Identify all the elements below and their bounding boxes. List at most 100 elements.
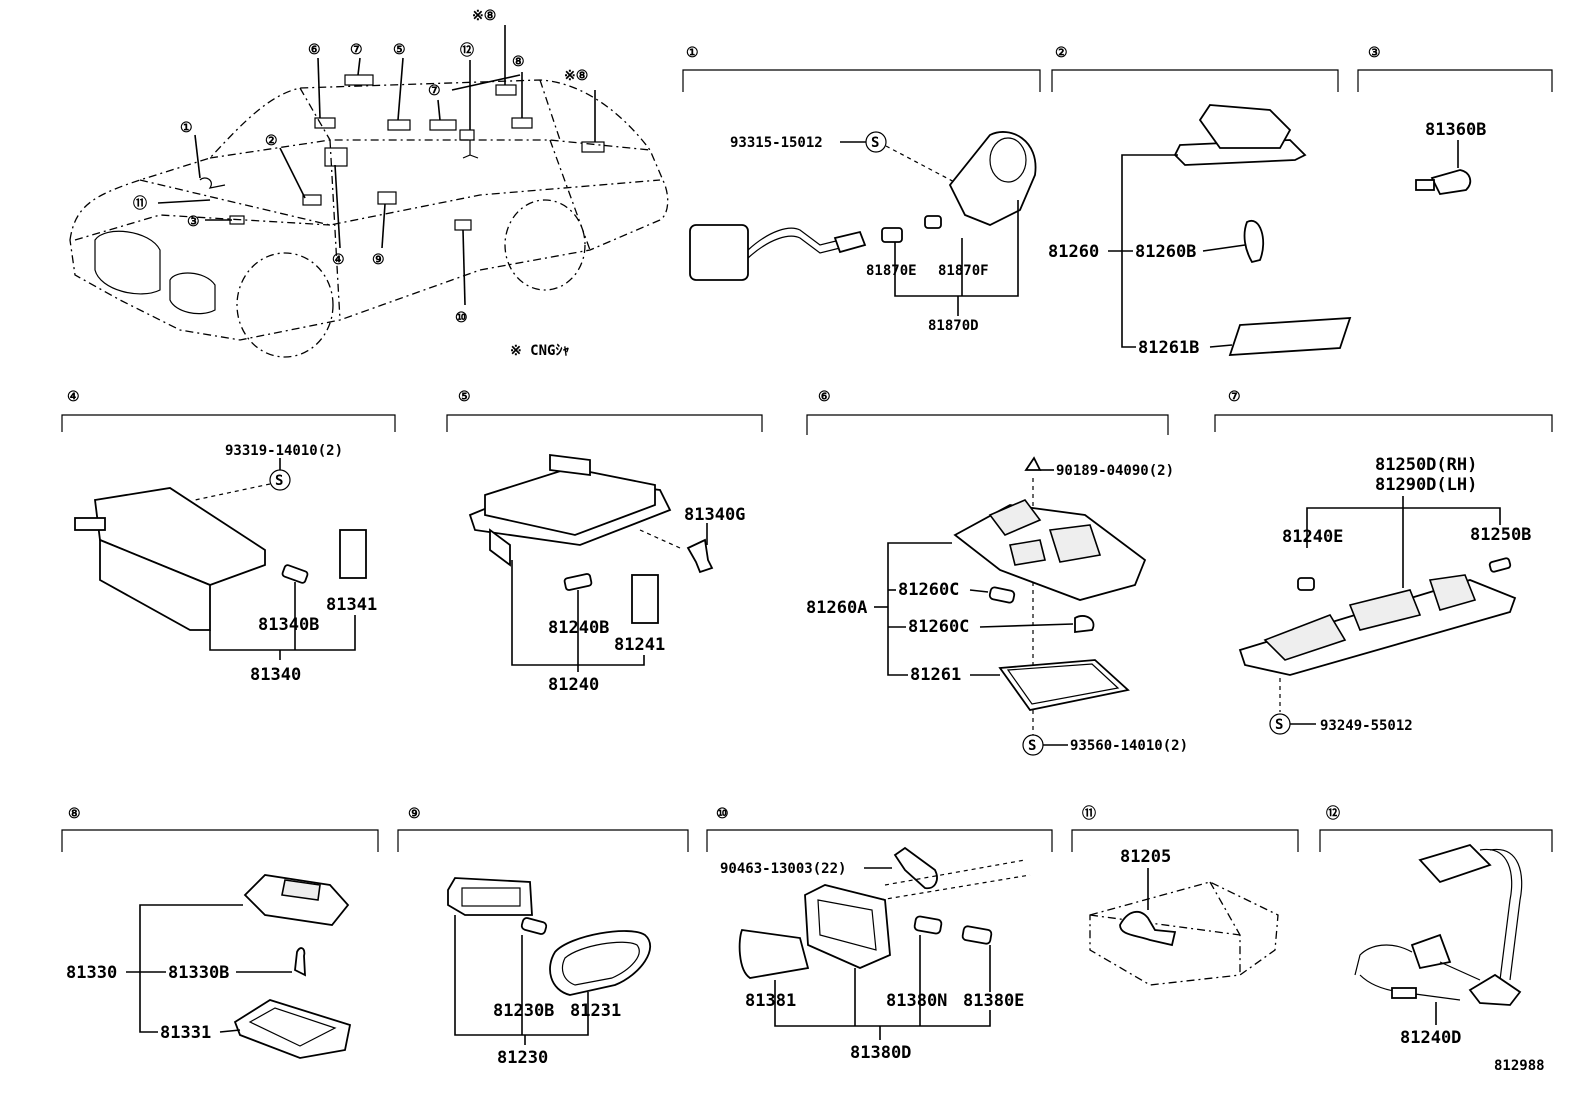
section-1-number: ① — [686, 45, 699, 61]
part-81261B: 81261B — [1138, 338, 1199, 358]
lens-81261b — [1228, 317, 1352, 356]
bulb-81240b — [563, 573, 593, 591]
bulb-81260c-a — [988, 586, 1016, 604]
section-8-number: ⑧ — [68, 806, 81, 822]
spot-lamp-housing — [948, 131, 1037, 226]
glovebox-outline — [1089, 881, 1279, 986]
part-81331: 81331 — [160, 1023, 211, 1043]
bulb-81250b — [1488, 557, 1512, 573]
bulb-81230b — [520, 917, 548, 935]
part-81330: 81330 — [66, 963, 117, 983]
part-81340B: 81340B — [258, 615, 319, 635]
section-3-number: ③ — [1368, 45, 1381, 61]
section-7: ⑦ 81250D(RH) 81290D(LH) 81240E 81250B S … — [1214, 389, 1553, 735]
car-callout-4: ④ — [332, 252, 345, 268]
lamp-connector-box — [689, 224, 749, 281]
section-11-number: ⑪ — [1082, 805, 1096, 822]
section-10-number: ⑩ — [716, 806, 729, 822]
screw-marker-s-6: S — [1028, 738, 1036, 754]
part-81240D: 81240D — [1400, 1028, 1461, 1048]
part-81341: 81341 — [326, 595, 377, 615]
screw-marker-s-label: S — [871, 135, 879, 151]
car-callout-7a: ⑦ — [350, 42, 363, 58]
section-2-number: ② — [1055, 45, 1068, 61]
part-81330B: 81330B — [168, 963, 229, 983]
reading-lamp-head — [1418, 843, 1492, 884]
section-11: ⑪ 81205 — [1071, 805, 1299, 986]
gasket-81261 — [998, 659, 1130, 711]
part-81231: 81231 — [570, 1001, 621, 1021]
screw-marker-s-7: S — [1275, 717, 1283, 733]
part-81360B: 81360B — [1425, 120, 1486, 140]
part-81380N: 81380N — [886, 991, 947, 1011]
section-9: ⑨ 81230B 81231 81230 — [397, 806, 689, 1068]
part-81340: 81340 — [250, 665, 301, 685]
part-81340G: 81340G — [684, 505, 745, 525]
clip-90189 — [1024, 456, 1042, 471]
part-81250B: 81250B — [1470, 525, 1531, 545]
car-callout-12: ⑫ — [460, 42, 474, 59]
part-81380E: 81380E — [963, 991, 1024, 1011]
part-93319-14010: 93319-14010(2) — [225, 443, 343, 459]
part-93249-55012: 93249-55012 — [1320, 718, 1413, 734]
bulb-81380n — [913, 915, 943, 935]
part-81380D: 81380D — [850, 1043, 911, 1063]
car-callout-leaders — [157, 25, 596, 306]
part-81240E: 81240E — [1282, 527, 1343, 547]
part-93560-14010: 93560-14010(2) — [1070, 738, 1188, 754]
car-callout-8: ⑧ — [512, 54, 525, 70]
car-callout-8-cng-top: ※⑧ — [472, 8, 496, 24]
lens-81381 — [738, 929, 810, 979]
part-81250D-RH: 81250D(RH) — [1375, 455, 1477, 475]
car-callout-7b: ⑦ — [428, 83, 441, 99]
car-callout-6: ⑥ — [308, 42, 321, 58]
screw-marker-s-4: S — [275, 473, 283, 489]
car-callout-5: ⑤ — [393, 42, 406, 58]
bulb-81870e — [881, 227, 903, 243]
part-81240: 81240 — [548, 675, 599, 695]
bolt-81340g — [686, 538, 714, 574]
part-90189-04090: 90189-04090(2) — [1056, 463, 1174, 479]
license-lamp-housing — [1198, 104, 1292, 149]
car-callouts: ① ② ③ ④ ⑤ ⑥ ⑦ ⑦ ⑧ ※⑧ ※⑧ ⑨ ⑩ ⑪ ⑫ ※ CNGｼｬ — [133, 8, 588, 359]
section-4: ④ 93319-14010(2) S 81340B 81341 81340 — [61, 389, 396, 685]
reading-lamp-base — [1468, 973, 1522, 1006]
lens-81341 — [339, 529, 367, 579]
section-3: ③ 81360B — [1357, 45, 1553, 195]
car-callout-3: ③ — [187, 214, 200, 230]
section-8: ⑧ 81330 81330B 81331 — [61, 806, 379, 1059]
car-callout-10: ⑩ — [455, 310, 468, 326]
part-90463-13003: 90463-13003(22) — [720, 861, 846, 877]
car-illustration — [69, 74, 669, 358]
part-81260A: 81260A — [806, 598, 867, 618]
glovebox-lamp-81205 — [1119, 910, 1177, 947]
part-81261-6: 81261 — [910, 665, 961, 685]
bulb-81260c-b — [1074, 615, 1095, 634]
bulb-81360b — [1430, 169, 1472, 195]
part-93315-15012: 93315-15012 — [730, 135, 823, 151]
car-callout-9: ⑨ — [372, 252, 385, 268]
lens-81231 — [549, 930, 652, 996]
part-81230B: 81230B — [493, 1001, 554, 1021]
car-callout-2: ② — [265, 133, 278, 149]
section-12-number: ⑫ — [1326, 805, 1340, 822]
car-callout-11: ⑪ — [133, 195, 147, 212]
part-81870D: 81870D — [928, 318, 979, 334]
section-12: ⑫ 81240D — [1319, 805, 1553, 1048]
part-81260: 81260 — [1048, 242, 1099, 262]
bulb-81340b — [281, 564, 309, 584]
part-81260C-a: 81260C — [898, 580, 959, 600]
courtesy-lamp-frame-10 — [804, 884, 891, 969]
part-81870F: 81870F — [938, 263, 989, 279]
part-81870E: 81870E — [866, 263, 917, 279]
reading-lamp-connector — [1410, 933, 1452, 970]
courtesy-lamp-housing — [243, 874, 350, 926]
section-6: ⑥ 90189-04090(2) 81260A 81260C 81260C 81… — [806, 389, 1188, 756]
part-81241: 81241 — [614, 635, 665, 655]
car-callout-8-cng-right: ※⑧ — [564, 68, 588, 84]
section-4-number: ④ — [67, 389, 80, 405]
section-6-number: ⑥ — [818, 389, 831, 405]
section-5: ⑤ 81340G 81240B 81241 81240 — [446, 389, 763, 695]
